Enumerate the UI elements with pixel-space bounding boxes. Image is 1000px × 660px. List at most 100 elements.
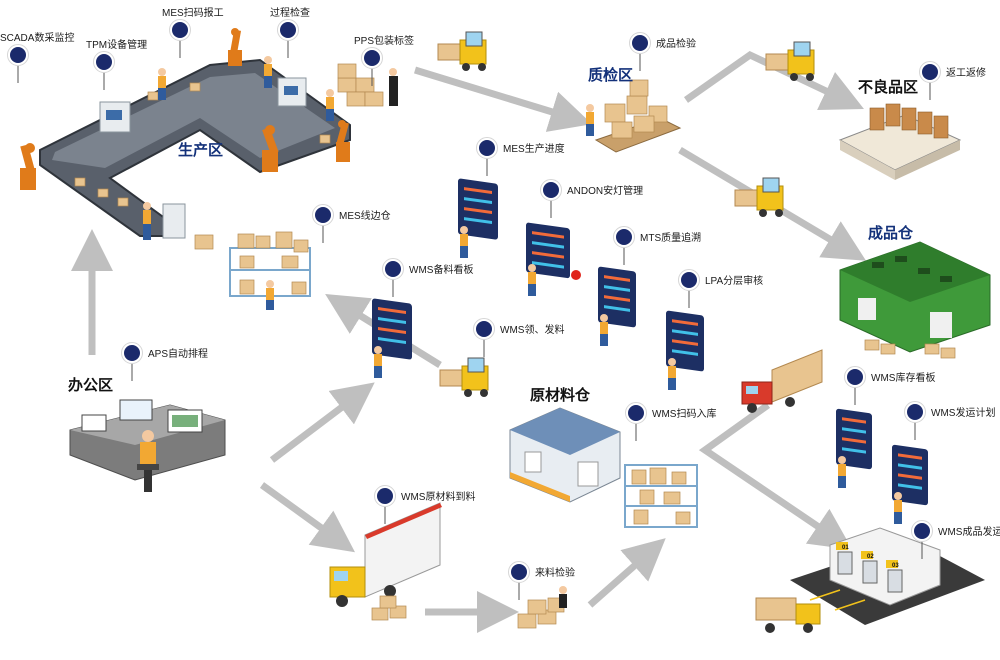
shipping-docks: 01 02 03 (790, 527, 985, 625)
pin-label-mes_progress: MES生产进度 (503, 142, 565, 155)
location-pin-pps: PPS包装标签 (354, 34, 414, 86)
office-area (69, 399, 226, 492)
warehouse-icon (509, 407, 621, 503)
andon-light-icon (571, 270, 581, 280)
location-pin-wms_board: WMS备料看板 (382, 258, 473, 297)
location-pin-lpa: LPA分层审核 (678, 269, 763, 308)
dock-number: 01 (842, 545, 849, 551)
location-pin-incoming: 来料检验 (508, 561, 575, 600)
location-pin-mes_scan: MES扫码报工 (162, 6, 224, 58)
arrow-office-to-arrival (259, 482, 356, 553)
pin-label-wms_ship: WMS成品发运 (938, 525, 1000, 538)
forklift-icon (437, 31, 487, 71)
location-pin-wms_issue: WMS领、发料 (473, 318, 564, 357)
dashboard-screen-icon (892, 444, 928, 524)
pin-label-wms_stock: WMS库存看板 (871, 371, 935, 384)
dock-number: 03 (892, 563, 899, 569)
worker-icon (559, 586, 567, 608)
quality-area (586, 79, 682, 153)
pin-label-mes_line: MES线边仓 (339, 209, 391, 222)
worker-icon (137, 430, 159, 492)
location-pin-dot (315, 207, 331, 223)
zone-label-finished-warehouse: 成品仓 (868, 224, 914, 242)
pin-label-andon: ANDON安灯管理 (567, 184, 643, 197)
box-stack-icon (517, 597, 565, 629)
location-pin-dot (616, 229, 632, 245)
location-pin-wms_ship: WMS成品发运 (911, 520, 1000, 559)
zone-label-raw-warehouse: 原材料仓 (530, 386, 591, 404)
dashboard-screen-icon (836, 408, 872, 488)
truck-icon (741, 349, 823, 413)
worker-icon (586, 104, 594, 136)
machine-3 (162, 203, 186, 239)
pin-label-scada: SCADA数采监控 (0, 31, 74, 44)
zone-label-quality: 质检区 (588, 66, 633, 84)
worker-icon (143, 202, 151, 240)
dashboard-screen-icon (458, 178, 498, 258)
pin-label-wms_board: WMS备料看板 (409, 263, 473, 276)
box-stack-icon (864, 339, 956, 359)
dashboard-screen-icon (372, 298, 412, 378)
location-pin-mes_line: MES线边仓 (312, 204, 391, 243)
pin-label-fg_inspect: 成品检验 (656, 37, 696, 50)
pin-label-mes_scan: MES扫码报工 (162, 6, 224, 19)
pin-label-rework: 返工返修 (946, 66, 986, 79)
pin-label-incoming: 来料检验 (535, 566, 575, 579)
location-pin-andon: ANDON安灯管理 (540, 179, 643, 218)
zone-label-office: 办公区 (68, 376, 113, 394)
pin-label-aps: APS自动排程 (148, 347, 208, 360)
location-pin-dot (628, 405, 644, 421)
arrow-quality-to-defect (683, 50, 864, 110)
pin-label-pps: PPS包装标签 (354, 34, 414, 47)
robot-arm-icon (20, 143, 36, 190)
flow-arrows (71, 50, 867, 633)
machine-2 (277, 77, 307, 107)
box-stack-icon (237, 231, 309, 295)
location-pin-aps: APS自动排程 (121, 342, 208, 381)
forklift-icon (734, 177, 784, 217)
location-pin-dot (377, 488, 393, 504)
location-pin-wms_arrival: WMS原材料到料 (374, 485, 475, 524)
dashboard-screen-icon (526, 222, 570, 296)
box-stack-icon (337, 63, 384, 107)
pin-label-lpa: LPA分层审核 (705, 274, 763, 287)
worker-icon (266, 280, 274, 310)
location-pin-fg_inspect: 成品检验 (629, 32, 696, 71)
location-pins: SCADA数采监控TPM设备管理MES扫码报工过程检查PPS包装标签成品检验返工… (0, 6, 1000, 600)
warehouse-icon (839, 241, 991, 353)
box-stack-icon (604, 79, 668, 139)
arrow-office-to-issue (269, 382, 375, 463)
zone-labels: 生产区 办公区 质检区 不良品区 成品仓 原材料仓 (68, 66, 918, 404)
dashboard-screen-icon (666, 310, 704, 390)
location-pin-dot (543, 182, 559, 198)
pin-label-mts: MTS质量追溯 (640, 231, 701, 244)
robot-arm-icon (335, 120, 350, 162)
dock-number: 02 (867, 554, 874, 560)
zone-label-production: 生产区 (178, 141, 223, 159)
pin-label-wms_issue: WMS领、发料 (500, 323, 564, 336)
location-pin-tpm: TPM设备管理 (86, 38, 147, 90)
pin-label-wms_arrival: WMS原材料到料 (401, 490, 475, 503)
location-pin-dot (632, 35, 648, 51)
zone-label-defect: 不良品区 (858, 78, 918, 96)
location-pin-dot (681, 272, 697, 288)
location-pin-dot (96, 54, 112, 70)
robot-arm-icon (228, 28, 242, 66)
location-pin-dot (914, 523, 930, 539)
box-stack-icon (371, 595, 407, 621)
dashboards (372, 178, 928, 524)
dock-door-1 (837, 551, 853, 575)
line-side-warehouse (229, 231, 311, 310)
location-pin-dot (847, 369, 863, 385)
location-pin-dot (124, 345, 140, 361)
location-pin-dot (922, 64, 938, 80)
raw-material-rack (624, 464, 698, 528)
production-area (20, 28, 398, 250)
pin-label-wms_plan: WMS发运计划 (931, 406, 995, 419)
location-pin-scada: SCADA数采监控 (0, 31, 74, 83)
location-pin-dot (511, 564, 527, 580)
location-pin-mes_progress: MES生产进度 (476, 137, 565, 176)
arrow-incoming-to-raw (587, 538, 666, 608)
dock-door-3 (887, 569, 903, 593)
